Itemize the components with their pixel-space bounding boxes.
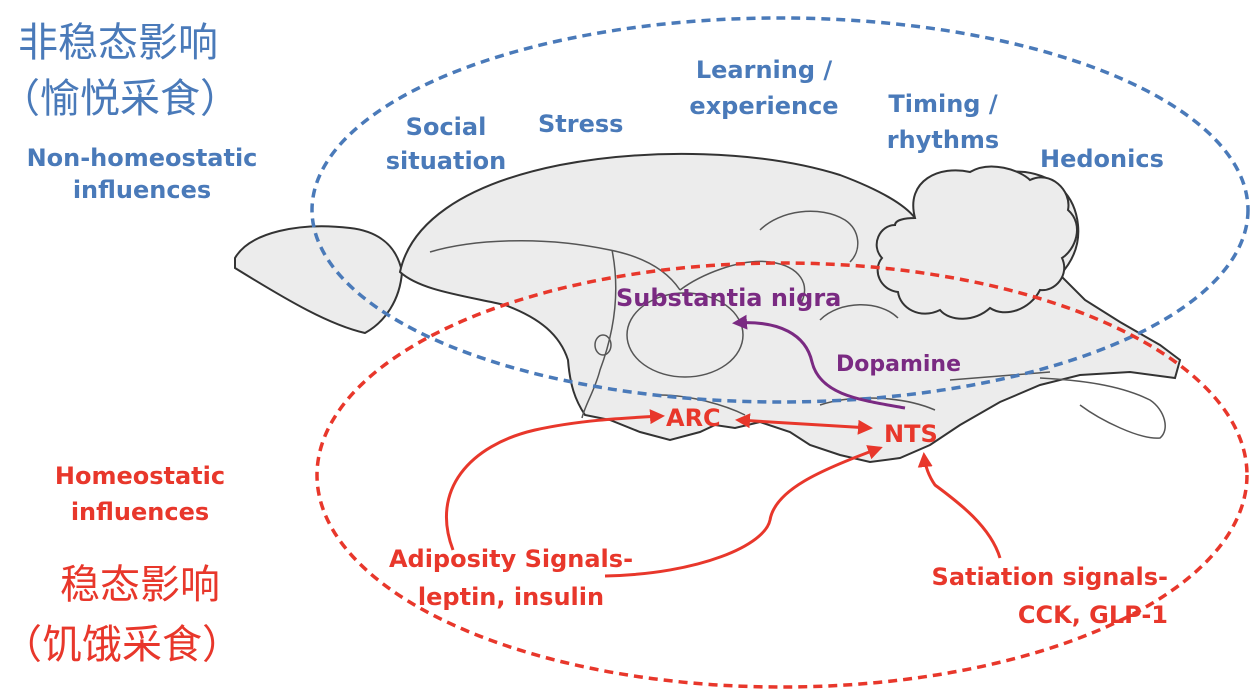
factor-learning-experience: Learning / experience <box>676 52 852 124</box>
factor-social-situation: Social situation <box>376 110 516 178</box>
arc-label: ARC <box>666 404 721 432</box>
satiation-to-nts-arrow <box>917 452 1002 559</box>
satiation-line1: Satiation signals- <box>931 563 1168 591</box>
dopamine-label: Dopamine <box>836 352 962 377</box>
homeostatic-title-line2: influences <box>70 498 210 526</box>
homeostatic-chinese-title: 稳态影响 <box>60 562 220 608</box>
small-structure <box>594 334 612 356</box>
adiposity-to-nts-arrow <box>604 445 883 578</box>
non-homeostatic-chinese-subtitle: （愉悦采食） <box>0 76 240 122</box>
non-homeostatic-english-title: Non-homeostatic influences <box>10 142 274 206</box>
olfactory-bulb <box>234 225 404 335</box>
non-homeostatic-ellipse <box>310 16 1250 404</box>
factor-timing-line1: Timing / <box>888 90 998 118</box>
homeostatic-title-line1: Homeostatic <box>54 462 226 490</box>
adiposity-signals-label: Adiposity Signals- leptin, insulin <box>378 540 644 616</box>
factor-timing-rhythms: Timing / rhythms <box>870 86 1016 158</box>
satiation-line2: CCK, GLP-1 <box>1017 601 1168 629</box>
adiposity-to-arc-arrow <box>445 409 665 551</box>
factor-timing-line2: rhythms <box>886 126 1000 154</box>
factor-learning-line1: Learning / <box>695 56 833 84</box>
non-homeostatic-chinese-title: 非稳态影响 <box>18 20 218 66</box>
arc-nts-double-arrow <box>735 413 873 435</box>
adiposity-line1: Adiposity Signals- <box>388 545 634 573</box>
substantia-nigra-label: Substantia nigra <box>616 284 842 312</box>
satiation-signals-label: Satiation signals- CCK, GLP-1 <box>918 558 1168 634</box>
adiposity-line2: leptin, insulin <box>417 583 605 611</box>
factor-stress: Stress <box>538 110 624 138</box>
factor-hedonics: Hedonics <box>1040 145 1164 173</box>
homeostatic-ellipse <box>315 261 1249 689</box>
factor-learning-line2: experience <box>689 92 839 120</box>
non-homeostatic-title-line2: influences <box>72 176 212 204</box>
nucleus-outline <box>626 292 744 378</box>
dopamine-arrow <box>732 314 906 410</box>
homeostatic-english-title: Homeostatic influences <box>40 458 240 530</box>
homeostatic-chinese-subtitle: （饥饿采食） <box>2 622 242 668</box>
factor-social-line2: situation <box>385 147 507 175</box>
cerebellum <box>875 165 1078 320</box>
factor-social-line1: Social <box>405 113 487 141</box>
nts-label: NTS <box>884 420 938 448</box>
non-homeostatic-title-line1: Non-homeostatic <box>26 144 258 172</box>
